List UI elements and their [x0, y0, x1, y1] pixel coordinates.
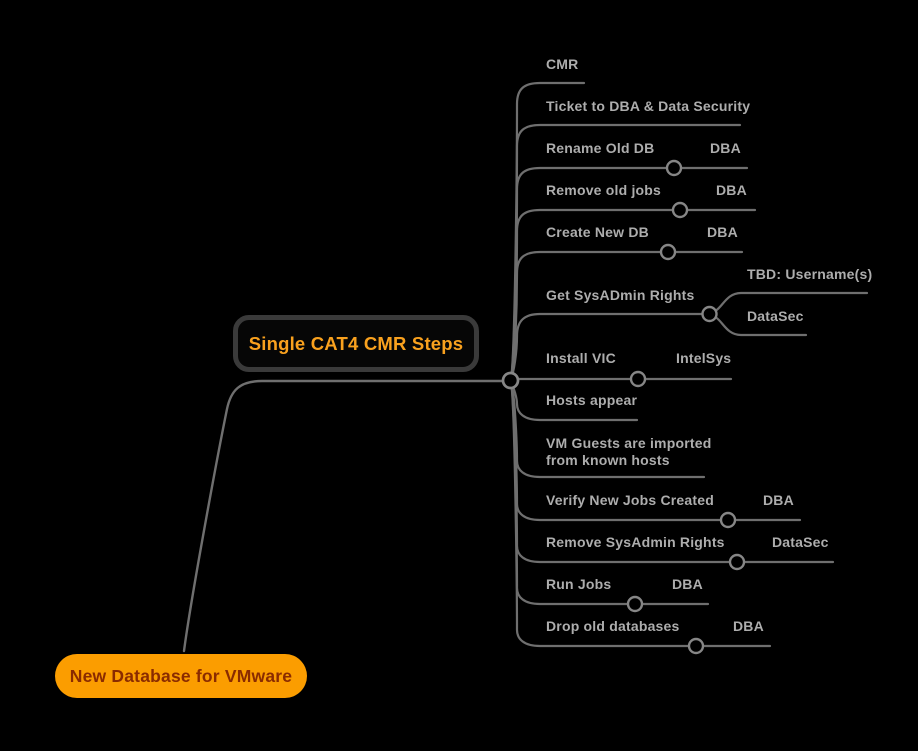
step-node-drop-databases[interactable]: Drop old databases: [546, 618, 680, 634]
step-node-ticket[interactable]: Ticket to DBA & Data Security: [546, 98, 751, 114]
root-node[interactable]: New Database for VMware: [55, 654, 307, 698]
step-node-create-new-db[interactable]: Create New DB: [546, 224, 649, 240]
fold-toggle-drop-databases[interactable]: [687, 637, 705, 655]
step-node-install-vic[interactable]: Install VIC: [546, 350, 616, 366]
branch-edge-tbd-usernames: [714, 291, 869, 312]
subnode-dba-verify[interactable]: DBA: [763, 492, 794, 508]
branch-edge-datasec: [714, 316, 808, 337]
root-edge: [182, 379, 505, 653]
fold-toggle-rename-old-db[interactable]: [665, 159, 683, 177]
main-topic-node[interactable]: Single CAT4 CMR Steps: [233, 315, 479, 372]
branch-edge-create-new-db: [509, 250, 744, 382]
branch-edge-rename-old-db: [509, 166, 749, 382]
subnode-tbd-usernames[interactable]: TBD: Username(s): [747, 266, 873, 282]
subnode-datasec-remove[interactable]: DataSec: [772, 534, 829, 550]
step-node-rename-old-db[interactable]: Rename Old DB: [546, 140, 655, 156]
branch-edge-get-sysadmin: [509, 312, 704, 382]
fold-toggle-run-jobs[interactable]: [626, 595, 644, 613]
step-node-remove-old-jobs[interactable]: Remove old jobs: [546, 182, 662, 198]
subnode-dba-rename[interactable]: DBA: [710, 140, 741, 156]
subnode-datasec-get-rights[interactable]: DataSec: [747, 308, 804, 324]
subnode-dba-drop[interactable]: DBA: [733, 618, 764, 634]
main-topic-label: Single CAT4 CMR Steps: [248, 332, 464, 354]
step-node-run-jobs[interactable]: Run Jobs: [546, 576, 612, 592]
step-node-cmr[interactable]: CMR: [546, 56, 579, 72]
step-node-hosts-appear[interactable]: Hosts appear: [546, 392, 638, 408]
fold-toggle-create-new-db[interactable]: [659, 243, 677, 261]
branch-edge-drop-databases: [509, 379, 772, 648]
subnode-dba-create-db[interactable]: DBA: [707, 224, 738, 240]
step-node-verify-jobs[interactable]: Verify New Jobs Created: [546, 492, 714, 508]
hub-fold-toggle[interactable]: [501, 371, 520, 390]
root-node-label: New Database for VMware: [69, 665, 293, 686]
step-node-vm-guests[interactable]: VM Guests are imported from known hosts: [546, 435, 712, 468]
fold-toggle-remove-old-jobs[interactable]: [671, 201, 689, 219]
subnode-intelsys[interactable]: IntelSys: [676, 350, 732, 366]
subnode-dba-remove-jobs[interactable]: DBA: [716, 182, 747, 198]
fold-toggle-get-sysadmin[interactable]: [701, 305, 718, 323]
step-node-remove-sysadmin[interactable]: Remove SysAdmin Rights: [546, 534, 725, 550]
fold-toggle-remove-sysadmin[interactable]: [728, 553, 746, 571]
step-node-get-sysadmin[interactable]: Get SysADmin Rights: [546, 287, 695, 303]
subnode-dba-run-jobs[interactable]: DBA: [672, 576, 703, 592]
fold-toggle-install-vic[interactable]: [629, 370, 647, 388]
fold-toggle-verify-jobs[interactable]: [719, 511, 737, 529]
